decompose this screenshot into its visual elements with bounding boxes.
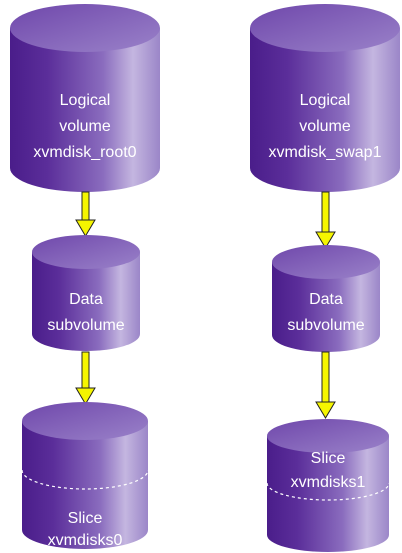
left-data-subvolume-top <box>32 235 140 269</box>
left-slice-label-1: Slice <box>68 510 103 527</box>
right-data-subvolume-top <box>272 245 380 279</box>
left-slice-label-2: xvmdisks0 <box>48 532 123 549</box>
right-logical-volume-body <box>250 28 400 192</box>
left-slice-dashed-line <box>21 469 149 490</box>
left-slice-top <box>22 402 148 440</box>
left-logical-volume-label-2: volume <box>59 118 111 135</box>
right-logical-volume-label-2: volume <box>299 118 351 135</box>
right-logical-volume-label-3: xvmdisk_swap1 <box>269 144 382 161</box>
left-arrow-2-shaft <box>81 351 90 391</box>
right-arrow-1 <box>315 191 336 249</box>
left-logical-volume-cylinder: Logical volume xvmdisk_root0 <box>10 4 160 192</box>
left-data-subvolume-label-1: Data <box>69 291 103 308</box>
right-data-subvolume-body <box>272 262 380 352</box>
left-data-subvolume-cylinder: Data subvolume <box>32 235 140 351</box>
left-logical-volume-top <box>10 4 160 52</box>
right-slice-dashed-line <box>266 482 390 501</box>
right-logical-volume-top <box>250 4 400 52</box>
right-logical-volume-cylinder: Logical volume xvmdisk_swap1 <box>250 4 400 192</box>
left-arrow-2 <box>75 351 96 405</box>
right-arrow-2-shaft <box>321 351 330 405</box>
right-data-subvolume-label-2: subvolume <box>287 317 364 334</box>
left-data-subvolume-body <box>32 252 140 351</box>
right-arrow-1-head <box>315 231 336 249</box>
right-slice-label-2: xvmdisks1 <box>291 474 366 491</box>
right-data-subvolume-cylinder: Data subvolume <box>272 245 380 352</box>
right-slice-top <box>267 419 389 453</box>
left-logical-volume-label-1: Logical <box>60 92 111 109</box>
left-logical-volume-body <box>10 28 160 192</box>
right-slice-label-1: Slice <box>311 450 346 467</box>
left-arrow-1-head <box>75 219 96 237</box>
right-arrow-1-shaft <box>321 191 330 235</box>
left-slice-cylinder: Slice xvmdisks0 <box>21 402 149 549</box>
right-slice-body <box>267 436 389 552</box>
left-logical-volume-label-3: xvmdisk_root0 <box>33 144 136 161</box>
left-data-subvolume-label-2: subvolume <box>47 317 124 334</box>
right-logical-volume-label-1: Logical <box>300 92 351 109</box>
right-arrow-2-head <box>315 401 336 419</box>
left-arrow-2-head <box>75 387 96 405</box>
left-slice-body <box>22 421 148 549</box>
right-data-subvolume-label-1: Data <box>309 291 343 308</box>
right-arrow-2 <box>315 351 336 419</box>
right-slice-cylinder: Slice xvmdisks1 <box>266 419 390 552</box>
left-arrow-1 <box>75 191 96 237</box>
left-arrow-1-shaft <box>81 191 90 223</box>
